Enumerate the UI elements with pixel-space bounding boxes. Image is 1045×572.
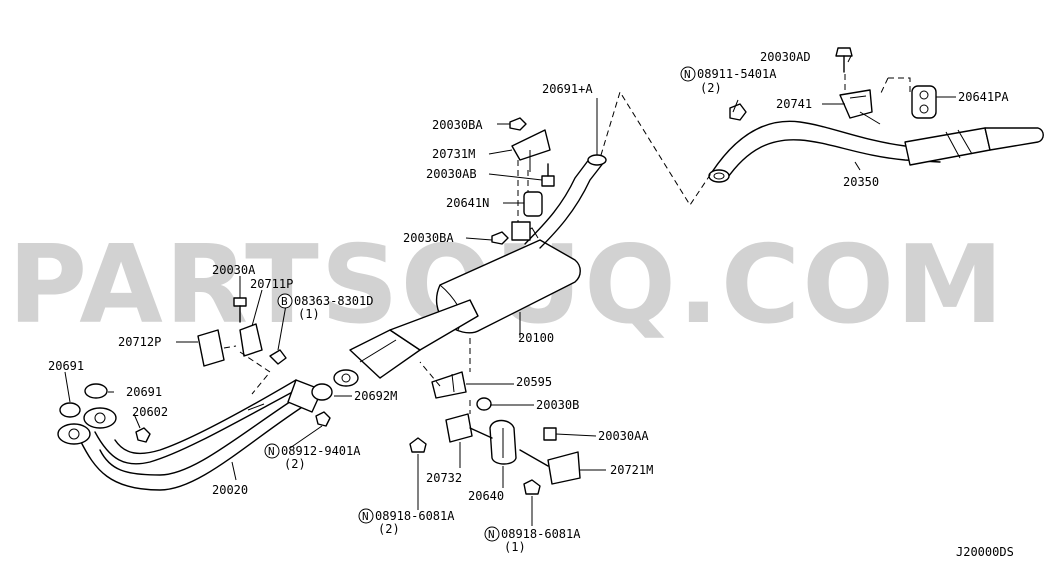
label-20731M: 20731M xyxy=(432,147,475,161)
label-20020: 20020 xyxy=(212,483,248,497)
bolt-symbol-icon xyxy=(277,293,293,309)
nut-symbol-text: N xyxy=(362,510,369,523)
label-08911-5401A: 08911-5401A xyxy=(697,67,777,81)
label-20030B: 20030B xyxy=(536,398,579,412)
label-08918-6081A-a: 08918-6081A xyxy=(375,509,455,523)
label-20350: 20350 xyxy=(843,175,879,189)
qty-08363: (1) xyxy=(298,307,320,321)
bracket-near-20100[interactable] xyxy=(511,221,531,241)
bolt-20030AB[interactable] xyxy=(541,163,555,187)
rubber-mount-20641N[interactable] xyxy=(523,191,543,217)
rubber-mount-20641PA[interactable] xyxy=(911,85,937,119)
label-20030BA-top: 20030BA xyxy=(432,118,483,132)
label-20602: 20602 xyxy=(132,405,168,419)
label-20691-b: 20691 xyxy=(126,385,162,399)
gasket-20691-a[interactable] xyxy=(59,402,81,418)
nut-symbol-text: N xyxy=(684,68,691,81)
qty-08918-b: (1) xyxy=(504,540,526,554)
label-20741: 20741 xyxy=(776,97,812,111)
label-20732: 20732 xyxy=(426,471,462,485)
bracket-20741[interactable] xyxy=(839,89,881,125)
bolt-symbol-text: B xyxy=(281,295,288,308)
label-20712P: 20712P xyxy=(118,335,161,349)
label-20100: 20100 xyxy=(518,331,554,345)
front-resonator[interactable] xyxy=(349,299,479,379)
label-20721M: 20721M xyxy=(610,463,653,477)
label-20030A: 20030A xyxy=(212,263,256,277)
nut-08912[interactable] xyxy=(315,411,331,427)
label-08363-8301D: 08363-8301D xyxy=(294,294,373,308)
nut-symbol-icon xyxy=(358,508,374,524)
nut-20030BA-mid[interactable] xyxy=(491,231,509,245)
bolt-20030AD[interactable] xyxy=(835,47,853,73)
gasket-20692M[interactable] xyxy=(311,383,333,401)
bracket-20721M[interactable] xyxy=(519,449,581,485)
bracket-20712P[interactable] xyxy=(197,329,225,367)
nut-08918-b[interactable] xyxy=(523,479,541,495)
label-20691A: 20691+A xyxy=(542,82,593,96)
nut-08911[interactable] xyxy=(729,103,747,121)
bolt-08363[interactable] xyxy=(269,349,287,365)
bracket-20731M[interactable] xyxy=(511,129,551,172)
label-20030AA: 20030AA xyxy=(598,429,649,443)
qty-08911: (2) xyxy=(700,81,722,95)
label-20030AB: 20030AB xyxy=(426,167,477,181)
nut-08918-a[interactable] xyxy=(409,437,427,453)
nut-symbol-icon xyxy=(484,526,500,542)
label-20691-a: 20691 xyxy=(48,359,84,373)
qty-08912: (2) xyxy=(284,457,306,471)
label-20595: 20595 xyxy=(516,375,552,389)
nut-20602[interactable] xyxy=(135,427,151,443)
nut-symbol-text: N xyxy=(488,528,495,541)
label-20641N: 20641N xyxy=(446,196,489,210)
bracket-20595[interactable] xyxy=(431,371,467,399)
label-08918-6081A-b: 08918-6081A xyxy=(501,527,581,541)
clamp-assembly[interactable] xyxy=(333,369,359,387)
nut-symbol-icon xyxy=(264,443,280,459)
label-20030BA-mid: 20030BA xyxy=(403,231,454,245)
tail-pipe-assembly[interactable] xyxy=(708,120,1044,183)
nut-20030B[interactable] xyxy=(476,397,492,411)
label-20641PA: 20641PA xyxy=(958,90,1009,104)
bolt-20030A[interactable] xyxy=(233,297,247,323)
diagram-code: J20000DS xyxy=(956,545,1014,559)
gasket-20691-b[interactable] xyxy=(84,383,108,399)
rubber-mount-20640[interactable] xyxy=(489,419,517,465)
label-20030AD: 20030AD xyxy=(760,50,811,64)
qty-08918-a: (2) xyxy=(378,522,400,536)
nut-symbol-text: N xyxy=(268,445,275,458)
label-20640: 20640 xyxy=(468,489,504,503)
nut-symbol-icon xyxy=(680,66,696,82)
nut-20030BA-top[interactable] xyxy=(509,117,527,131)
bracket-20711P[interactable] xyxy=(239,323,263,357)
label-08912-9401A: 08912-9401A xyxy=(281,444,361,458)
bolt-20030AA[interactable] xyxy=(543,427,557,441)
label-20711P: 20711P xyxy=(250,277,293,291)
bracket-20732[interactable] xyxy=(445,413,493,443)
label-20692M: 20692M xyxy=(354,389,397,403)
